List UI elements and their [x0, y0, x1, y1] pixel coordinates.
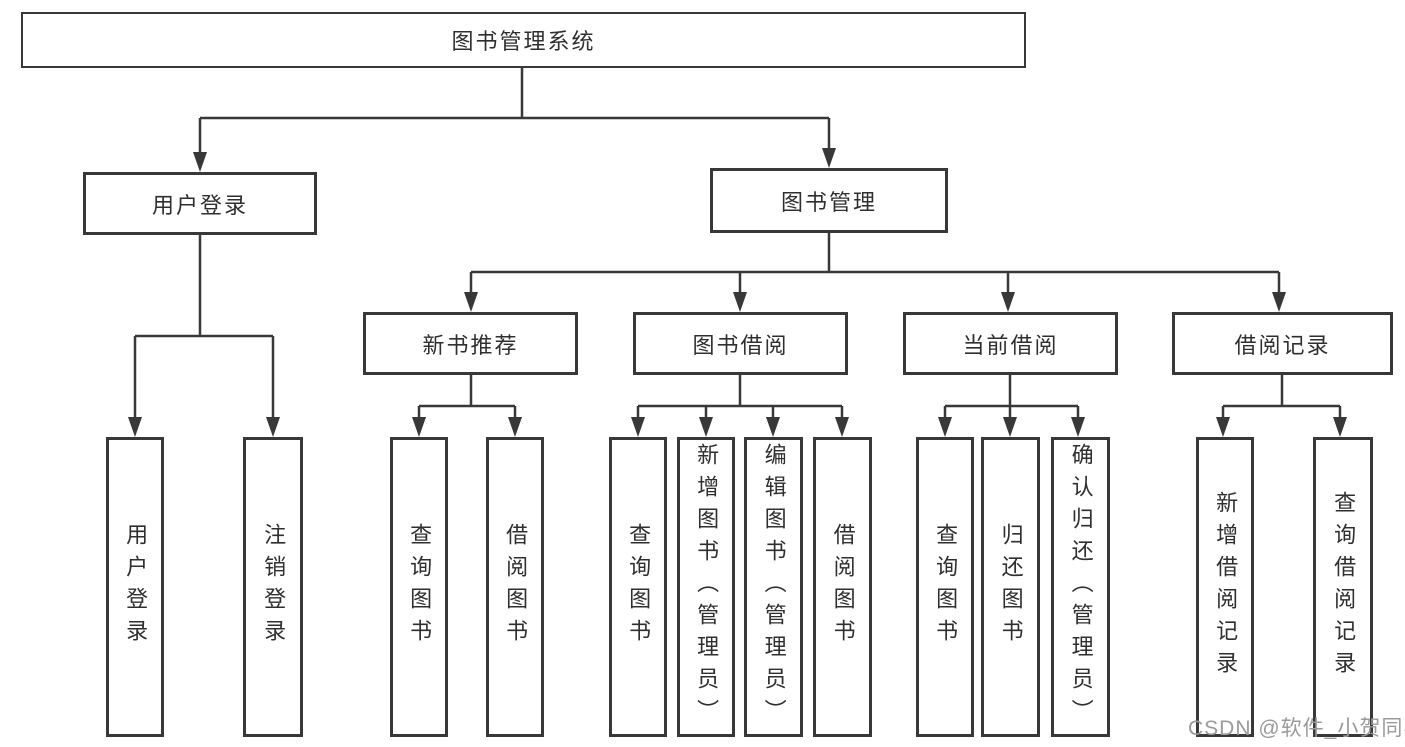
arrow-down-icon — [193, 152, 207, 172]
leaf-label: 借阅图书 — [830, 523, 856, 651]
node-user-login: 用户登录 — [83, 172, 317, 235]
leaf-add-books-admin: 新增图书（管理员） — [677, 437, 735, 737]
connector-root-to-level2 — [198, 68, 831, 168]
node-label: 用户登录 — [151, 192, 248, 218]
leaf-label: 查询图书 — [626, 523, 652, 651]
leaf-confirm-return-admin: 确认归还（管理员） — [1051, 437, 1110, 737]
connector-current-borrow-to-leaves — [943, 375, 1080, 433]
leaf-label: 用户登录 — [123, 523, 149, 651]
arrow-down-icon — [1216, 417, 1230, 437]
leaf-return-books: 归还图书 — [981, 437, 1040, 737]
arrow-down-icon — [1001, 292, 1015, 312]
node-book-management: 图书管理 — [710, 168, 948, 233]
leaf-query-books-borrow: 查询图书 — [609, 437, 667, 737]
arrow-down-icon — [822, 148, 836, 168]
node-label: 图书借阅 — [692, 332, 789, 358]
leaf-label: 借阅图书 — [503, 523, 529, 651]
leaf-label: 查询图书 — [933, 523, 959, 651]
node-book-borrow: 图书借阅 — [633, 312, 848, 375]
leaf-user-login: 用户登录 — [106, 437, 164, 737]
connector-book-borrow-to-leaves — [636, 375, 844, 433]
node-current-borrow: 当前借阅 — [903, 312, 1118, 375]
leaf-query-borrow-record: 查询借阅记录 — [1313, 437, 1373, 737]
arrow-down-icon — [766, 417, 780, 437]
leaf-label: 编辑图书（管理员） — [761, 443, 787, 731]
leaf-label: 新增借阅记录 — [1213, 491, 1239, 683]
arrow-down-icon — [1003, 417, 1017, 437]
arrow-down-icon — [938, 417, 952, 437]
node-new-book-recommend: 新书推荐 — [363, 312, 578, 375]
node-label: 图书管理 — [780, 189, 877, 215]
arrow-down-icon — [128, 417, 142, 437]
connector-new-book-to-leaves — [417, 375, 517, 433]
leaf-label: 新增图书（管理员） — [694, 443, 720, 731]
connector-book-management-to-level3 — [469, 233, 1281, 308]
leaf-label: 查询借阅记录 — [1331, 491, 1357, 683]
arrow-down-icon — [631, 417, 645, 437]
arrow-down-icon — [464, 292, 478, 312]
arrow-down-icon — [1333, 417, 1347, 437]
csdn-watermark: CSDN @软件_小贺同学 — [1188, 717, 1405, 740]
leaf-label: 归还图书 — [998, 523, 1024, 651]
node-label: 图书管理系统 — [451, 29, 596, 54]
connector-user-login-to-leaves — [133, 235, 275, 433]
leaf-add-borrow-record: 新增借阅记录 — [1196, 437, 1254, 737]
leaf-borrow-books-recommend: 借阅图书 — [486, 437, 544, 737]
node-label: 新书推荐 — [422, 332, 519, 358]
arrow-down-icon — [733, 292, 747, 312]
node-label: 当前借阅 — [962, 332, 1059, 358]
leaf-label: 确认归还（管理员） — [1068, 443, 1094, 731]
leaf-label: 查询图书 — [407, 523, 433, 651]
arrow-down-icon — [412, 417, 426, 437]
leaf-label: 注销登录 — [261, 523, 287, 651]
arrow-down-icon — [1071, 417, 1085, 437]
arrow-down-icon — [699, 417, 713, 437]
leaf-borrow-books: 借阅图书 — [813, 437, 872, 737]
connector-borrow-records-to-leaves — [1221, 375, 1342, 433]
node-borrow-records: 借阅记录 — [1172, 312, 1393, 375]
arrow-down-icon — [1272, 292, 1286, 312]
leaf-edit-books-admin: 编辑图书（管理员） — [744, 437, 803, 737]
node-library-management-system: 图书管理系统 — [21, 12, 1026, 68]
leaf-logout: 注销登录 — [243, 437, 303, 737]
arrow-down-icon — [508, 417, 522, 437]
arrow-down-icon — [266, 417, 280, 437]
node-label: 借阅记录 — [1234, 332, 1331, 358]
arrow-down-icon — [835, 417, 849, 437]
leaf-query-books-recommend: 查询图书 — [390, 437, 448, 737]
leaf-query-books-current: 查询图书 — [916, 437, 974, 737]
